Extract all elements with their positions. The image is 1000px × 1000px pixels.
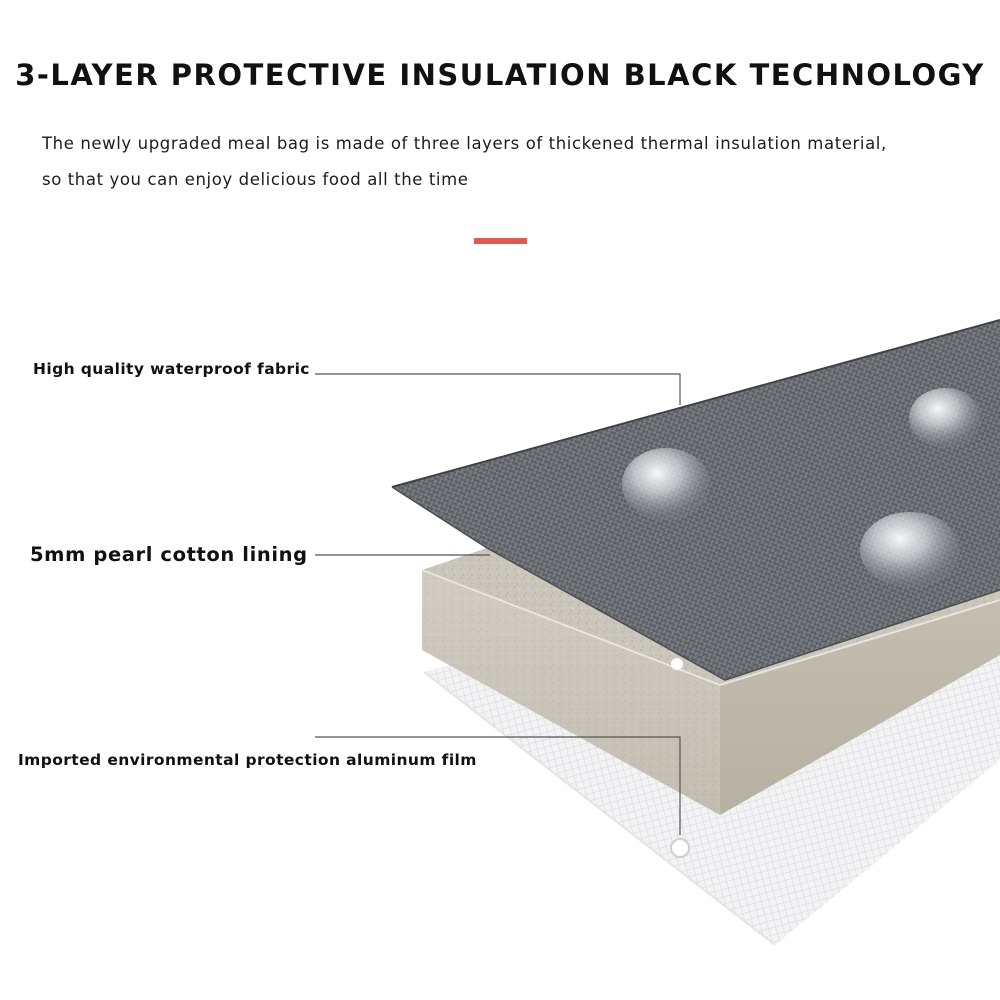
accent-divider — [474, 238, 527, 244]
fabric-leader-line — [315, 373, 681, 405]
waterproof-fabric-layer — [391, 319, 1000, 681]
leader-lines — [315, 373, 681, 835]
page-title: 3-LAYER PROTECTIVE INSULATION BLACK TECH… — [15, 58, 985, 92]
pearl-cotton-label: 5mm pearl cotton lining — [30, 543, 308, 566]
water-droplet-icon — [909, 388, 981, 448]
water-droplet-icon — [622, 448, 710, 520]
fabric-layer-label: High quality waterproof fabric — [33, 360, 310, 378]
subtitle-line-1: The newly upgraded meal bag is made of t… — [42, 134, 887, 153]
film-leader-line — [315, 736, 681, 835]
water-droplet-icon — [860, 512, 960, 588]
film-rivet-icon — [670, 838, 690, 858]
foam-rivet-icon — [671, 658, 683, 670]
subtitle-line-2: so that you can enjoy delicious food all… — [42, 170, 469, 189]
aluminum-film-label: Imported environmental protection alumin… — [18, 751, 477, 769]
